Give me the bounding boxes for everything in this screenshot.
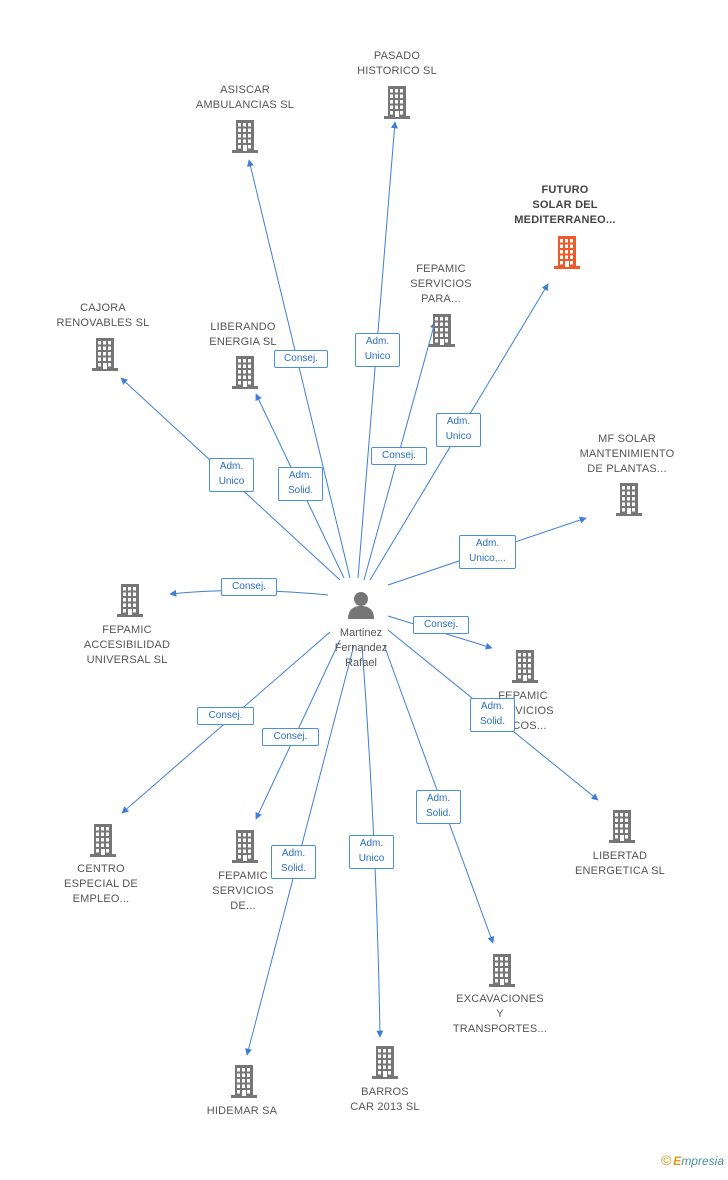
building-icon-liberando[interactable] xyxy=(229,354,261,390)
building-icon-futuro[interactable] xyxy=(551,234,583,270)
person-name[interactable]: Martinez Fernandez Rafael xyxy=(334,627,388,669)
relation-label-fepamic-accesibilidad[interactable]: Consej. xyxy=(221,578,277,596)
relation-label-mf-solar[interactable]: Adm. Unico,... xyxy=(459,535,516,569)
company-name-excavaciones[interactable]: EXCAVACIONES Y TRANSPORTES... xyxy=(452,993,548,1035)
building-icon-excavaciones[interactable] xyxy=(486,952,518,988)
edges-layer xyxy=(120,121,599,1056)
company-name-fepamic-accesibilidad[interactable]: FEPAMIC ACCESIBILIDAD UNIVERSAL SL xyxy=(83,624,171,666)
building-icon-fepamic-accesibilidad[interactable] xyxy=(114,582,146,618)
building-icon-libertad[interactable] xyxy=(606,808,638,844)
relation-label-excavaciones[interactable]: Adm. Solid. xyxy=(416,790,461,824)
company-name-fepamic-para[interactable]: FEPAMIC SERVICIOS PARA... xyxy=(410,263,472,305)
company-name-asiscar[interactable]: ASISCAR AMBULANCIAS SL xyxy=(195,84,295,111)
company-name-fepamic-de[interactable]: FEPAMIC SERVICIOS DE... xyxy=(212,870,274,912)
brand-name: mpresia xyxy=(681,1154,724,1168)
relation-label-futuro[interactable]: Adm. Unico xyxy=(436,413,481,447)
relation-label-fepamic-para[interactable]: Consej. xyxy=(371,447,427,465)
company-name-cajora[interactable]: CAJORA RENOVABLES SL xyxy=(56,302,150,329)
building-icon-fepamic-para[interactable] xyxy=(426,312,458,348)
brand-initial: E xyxy=(673,1154,682,1168)
company-name-barros[interactable]: BARROS CAR 2013 SL xyxy=(350,1086,420,1113)
company-name-hidemar[interactable]: HIDEMAR SA xyxy=(206,1105,278,1117)
building-icon-barros[interactable] xyxy=(369,1044,401,1080)
relation-label-barros[interactable]: Adm. Unico xyxy=(349,835,394,869)
empresia-credit: ©Empresia xyxy=(661,1152,724,1168)
relation-label-libertad[interactable]: Adm. Solid. xyxy=(470,698,515,732)
company-name-mf-solar[interactable]: MF SOLAR MANTENIMIENTO DE PLANTAS... xyxy=(579,433,675,475)
company-name-centro[interactable]: CENTRO ESPECIAL DE EMPLEO... xyxy=(64,863,138,905)
relation-label-asiscar[interactable]: Consej. xyxy=(274,350,328,368)
building-icon-pasado[interactable] xyxy=(381,84,413,120)
building-icon-hidemar[interactable] xyxy=(228,1063,260,1099)
company-name-liberando[interactable]: LIBERANDO ENERGIA SL xyxy=(209,321,277,348)
building-icon-asiscar[interactable] xyxy=(229,118,261,154)
relation-label-fepamic-servicios-icos[interactable]: Consej. xyxy=(413,616,469,634)
company-name-pasado[interactable]: PASADO HISTORICO SL xyxy=(357,50,437,77)
relation-label-fepamic-de[interactable]: Consej. xyxy=(262,728,319,746)
building-icon-cajora[interactable] xyxy=(89,336,121,372)
relation-label-hidemar[interactable]: Adm. Solid. xyxy=(271,845,316,879)
building-icon-fepamic-servicios-icos[interactable] xyxy=(509,648,541,684)
relation-label-cajora[interactable]: Adm. Unico xyxy=(209,458,254,492)
person-icon[interactable] xyxy=(346,590,376,620)
relation-label-centro[interactable]: Consej. xyxy=(197,707,254,725)
building-icon-mf-solar[interactable] xyxy=(613,481,645,517)
copyright-symbol: © xyxy=(660,1152,672,1168)
building-icon-centro[interactable] xyxy=(87,822,119,858)
building-icon-fepamic-de[interactable] xyxy=(229,828,261,864)
company-name-libertad[interactable]: LIBERTAD ENERGETICA SL xyxy=(574,850,665,877)
company-name-futuro[interactable]: FUTURO SOLAR DEL MEDITERRANEO... xyxy=(514,184,616,226)
relation-label-pasado[interactable]: Adm. Unico xyxy=(355,333,400,367)
edge-asiscar xyxy=(247,159,351,579)
relation-label-liberando[interactable]: Adm. Solid. xyxy=(278,467,323,501)
